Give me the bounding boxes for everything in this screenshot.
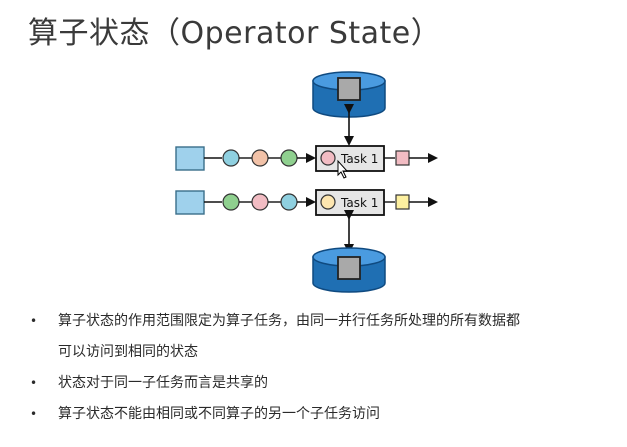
input-record-1-2: [251, 149, 269, 167]
bullet-item: • 算子状态的作用范围限定为算子任务，由同一并行任务所处理的所有数据都 可以访问…: [22, 306, 520, 368]
bullet-item: • 算子状态不能由相同或不同算子的另一个子任务访问: [22, 399, 520, 430]
bullet-text-continuation: 可以访问到相同的状态: [58, 344, 198, 360]
input-record-2-1: [222, 193, 240, 211]
bullet-item: • 状态对于同一子任务而言是共享的: [22, 368, 520, 399]
output-record-2: [395, 194, 410, 210]
task-state-circle-1: [320, 150, 336, 166]
bullet-text: 算子状态不能由相同或不同算子的另一个子任务访问: [58, 406, 380, 422]
slide-title: 算子状态（Operator State）: [28, 16, 442, 51]
state-backend-bottom: [312, 247, 386, 293]
input-record-2-3: [280, 193, 298, 211]
operator-state-diagram: Task 1 Task 1: [175, 71, 438, 293]
bullet-text: 状态对于同一子任务而言是共享的: [58, 375, 268, 391]
task-label-2: Task 1: [340, 196, 378, 210]
bullet-dot: •: [30, 314, 38, 328]
bullet-dot: •: [30, 407, 38, 421]
source-block-2: [175, 190, 205, 215]
task-label-1: Task 1: [340, 152, 378, 166]
output-record-1: [395, 150, 410, 166]
bullet-dot: •: [30, 376, 38, 390]
input-record-1-3: [280, 149, 298, 167]
source-block-1: [175, 146, 205, 171]
input-record-1-1: [222, 149, 240, 167]
task-row-2: Task 1: [175, 189, 438, 216]
bullet-text: 算子状态的作用范围限定为算子任务，由同一并行任务所处理的所有数据都: [58, 313, 520, 329]
task-row-1: Task 1: [175, 145, 438, 172]
bullet-list: • 算子状态的作用范围限定为算子任务，由同一并行任务所处理的所有数据都 可以访问…: [22, 306, 520, 430]
mouse-cursor-icon: [337, 159, 349, 179]
state-square-bottom: [337, 256, 361, 280]
task-state-circle-2: [320, 194, 336, 210]
input-record-2-2: [251, 193, 269, 211]
state-backend-top: [312, 71, 386, 118]
state-square-top: [337, 77, 361, 101]
